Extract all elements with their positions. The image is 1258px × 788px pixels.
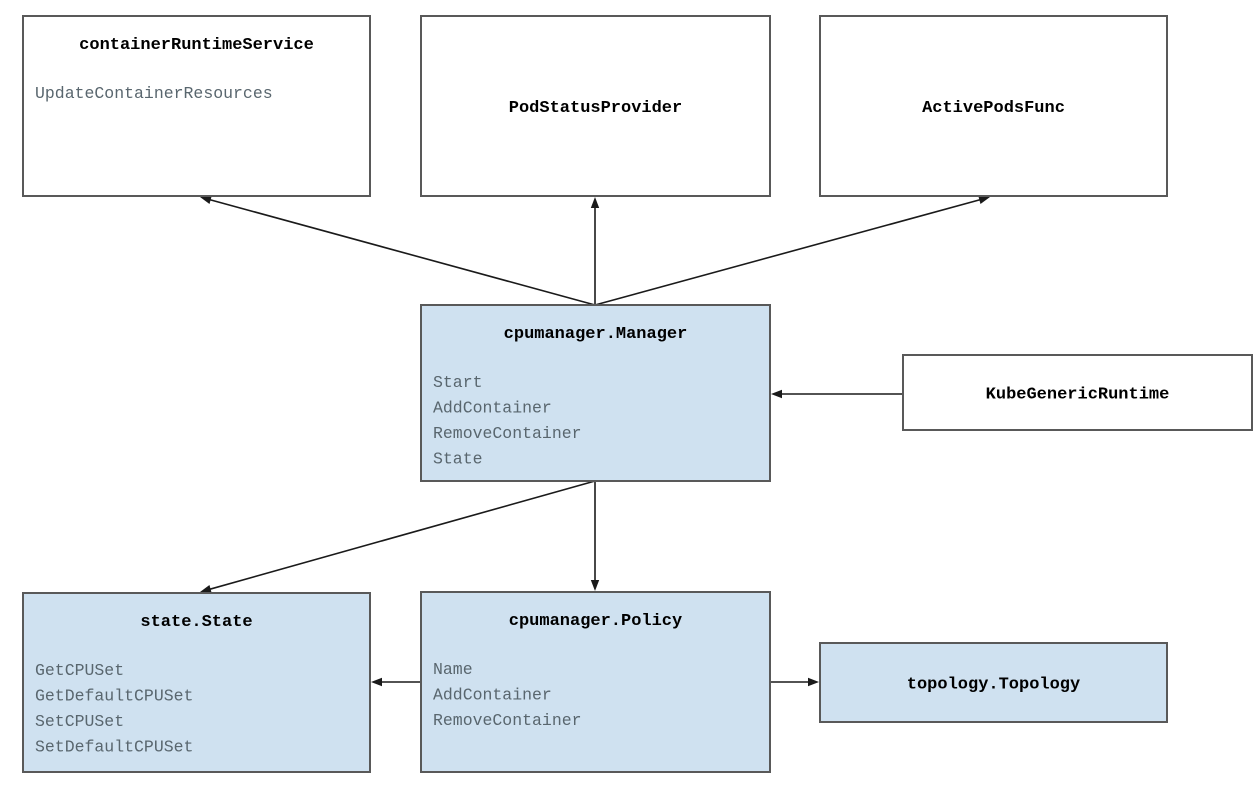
node-title: PodStatusProvider bbox=[509, 99, 682, 118]
node-stateState[interactable]: state.StateGetCPUSetGetDefaultCPUSetSetC… bbox=[22, 592, 371, 773]
node-box[interactable] bbox=[420, 304, 771, 482]
node-member: RemoveContainer bbox=[433, 711, 582, 730]
edge-line bbox=[594, 198, 982, 306]
node-title: topology.Topology bbox=[907, 676, 1080, 695]
node-box[interactable] bbox=[22, 15, 371, 197]
edge-line bbox=[208, 198, 596, 306]
node-member: RemoveContainer bbox=[433, 424, 582, 443]
edge-arrowhead bbox=[200, 195, 212, 204]
node-member: SetDefaultCPUSet bbox=[35, 738, 193, 757]
node-member: GetDefaultCPUSet bbox=[35, 687, 193, 706]
edge-policy-to-topology bbox=[770, 677, 819, 687]
edge-arrowhead bbox=[771, 389, 782, 399]
node-member: State bbox=[433, 450, 483, 469]
node-cpumanagerPolicy[interactable]: cpumanager.PolicyNameAddContainerRemoveC… bbox=[420, 591, 771, 773]
node-member: SetCPUSet bbox=[35, 712, 124, 731]
node-activePodsFunc[interactable]: ActivePodsFunc bbox=[819, 15, 1168, 197]
node-member: GetCPUSet bbox=[35, 661, 124, 680]
edge-arrowhead bbox=[590, 580, 600, 591]
edge-manager-to-stateState bbox=[200, 480, 596, 594]
edges-layer bbox=[200, 195, 990, 687]
node-box[interactable] bbox=[420, 15, 771, 197]
nodes-layer: containerRuntimeServiceUpdateContainerRe… bbox=[22, 15, 1253, 773]
edge-arrowhead bbox=[371, 677, 382, 687]
node-box[interactable] bbox=[902, 354, 1253, 431]
node-podStatusProvider[interactable]: PodStatusProvider bbox=[420, 15, 771, 197]
edge-manager-to-policy bbox=[590, 481, 600, 591]
node-box[interactable] bbox=[819, 642, 1168, 723]
edge-arrowhead bbox=[590, 197, 600, 208]
node-title: KubeGenericRuntime bbox=[986, 386, 1170, 405]
node-title: cpumanager.Manager bbox=[504, 325, 688, 344]
node-cpumanagerManager[interactable]: cpumanager.ManagerStartAddContainerRemov… bbox=[420, 304, 771, 482]
node-box[interactable] bbox=[22, 592, 371, 773]
node-member: UpdateContainerResources bbox=[35, 84, 273, 103]
node-box[interactable] bbox=[420, 591, 771, 773]
node-member: Name bbox=[433, 660, 473, 679]
node-member: AddContainer bbox=[433, 399, 552, 418]
node-title: state.State bbox=[140, 613, 252, 632]
node-title: cpumanager.Policy bbox=[509, 612, 682, 631]
node-member: AddContainer bbox=[433, 686, 552, 705]
node-topologyTopology[interactable]: topology.Topology bbox=[819, 642, 1168, 723]
node-title: containerRuntimeService bbox=[79, 36, 314, 55]
node-member: Start bbox=[433, 373, 483, 392]
edge-arrowhead bbox=[808, 677, 819, 687]
edge-arrowhead bbox=[978, 195, 990, 204]
edge-manager-to-activePodsFunc bbox=[594, 195, 990, 306]
edge-manager-to-containerRuntimeService bbox=[200, 195, 596, 306]
node-kubeGenericRuntime[interactable]: KubeGenericRuntime bbox=[902, 354, 1253, 431]
node-containerRuntimeService[interactable]: containerRuntimeServiceUpdateContainerRe… bbox=[22, 15, 371, 197]
edge-kubeGenericRuntime-to-manager bbox=[771, 389, 903, 399]
edge-line bbox=[208, 480, 596, 591]
edge-manager-to-podStatusProvider bbox=[590, 197, 600, 305]
node-title: ActivePodsFunc bbox=[922, 99, 1065, 118]
edge-arrowhead bbox=[200, 584, 212, 594]
node-box[interactable] bbox=[819, 15, 1168, 197]
edge-policy-to-stateState bbox=[371, 677, 421, 687]
